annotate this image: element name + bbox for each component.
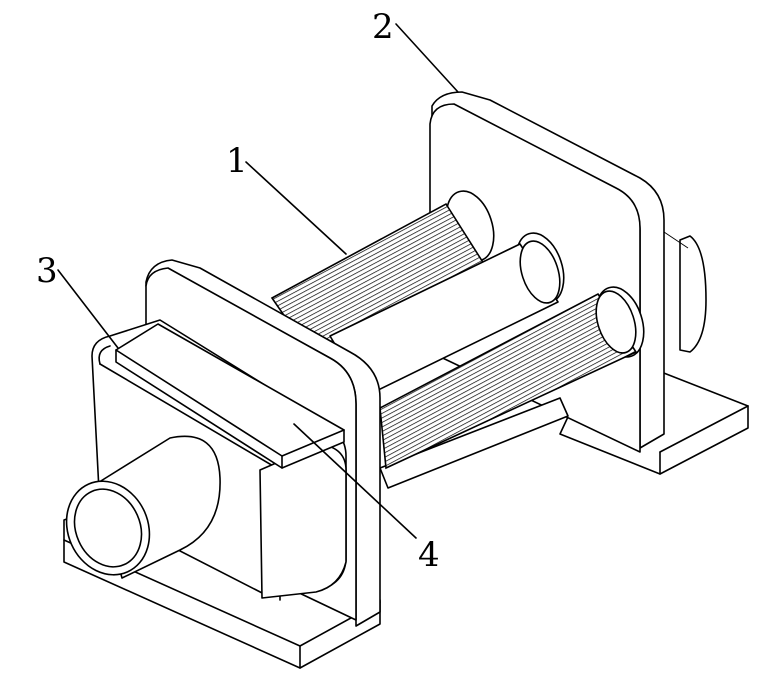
label-part-2: 2 (372, 7, 394, 47)
leader-line-1 (245, 161, 347, 255)
lower-threaded-rod (379, 290, 638, 470)
label-part-3: 3 (36, 251, 58, 291)
front-tube (65, 435, 221, 579)
leader-line-2 (395, 23, 459, 93)
leader-line-3 (57, 269, 119, 349)
top-plate (115, 323, 345, 469)
lower-connecting-rod (379, 397, 569, 489)
label-part-4: 4 (418, 535, 440, 575)
label-part-1: 1 (226, 141, 248, 181)
middle-smooth-rod (329, 240, 561, 397)
leader-lines (57, 23, 459, 539)
leader-line-4 (293, 423, 417, 539)
